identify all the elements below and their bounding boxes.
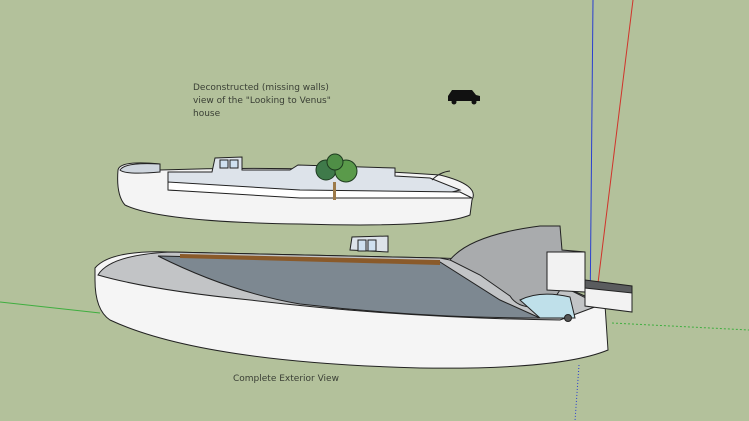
red-axis <box>597 0 634 284</box>
tree-icon <box>315 153 358 200</box>
deconstructed-note: Deconstructed (missing walls) view of th… <box>193 82 331 121</box>
green-axis-negative <box>611 322 749 331</box>
complete-note: Complete Exterior View <box>233 374 339 384</box>
blue-axis-negative <box>574 364 580 421</box>
car-icon[interactable] <box>448 90 480 105</box>
green-axis <box>0 301 101 314</box>
complete-model[interactable] <box>94 225 633 369</box>
deconstructed-model[interactable] <box>117 156 474 226</box>
note-line: Deconstructed (missing walls) <box>193 83 329 93</box>
note-line: house <box>193 109 221 119</box>
blue-axis <box>589 0 594 319</box>
note-line: view of the "Looking to Venus" <box>193 96 331 106</box>
